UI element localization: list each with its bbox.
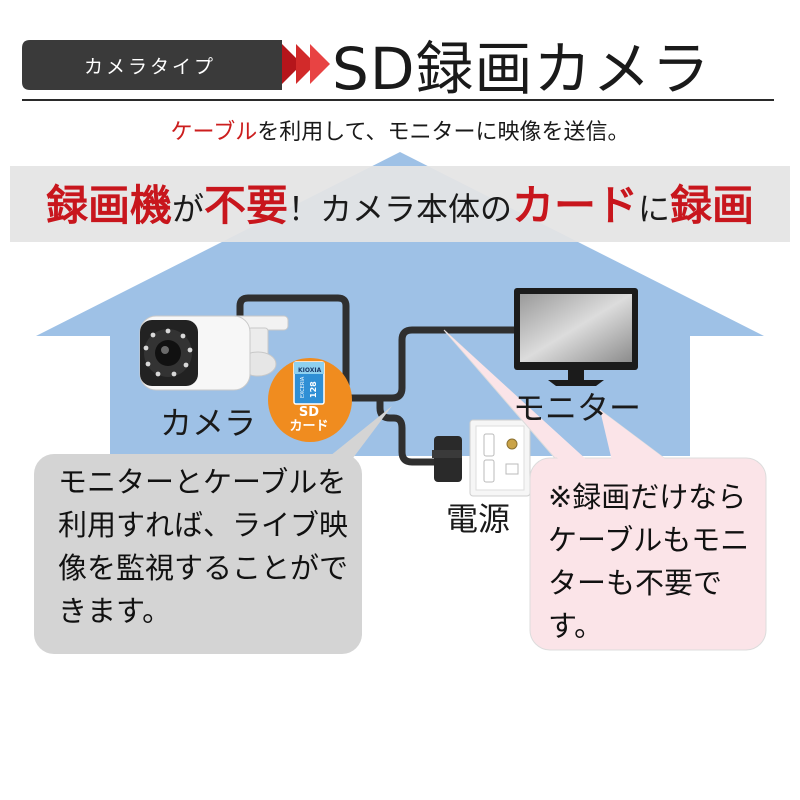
headline-unnecessary: 不要 (203, 181, 288, 230)
title-divider (22, 99, 774, 101)
headline-banner (10, 166, 790, 242)
sd-card-icon: KIOXIA EXCERIA 128 (298, 367, 322, 398)
power-label: 電源 (446, 500, 511, 538)
headline-particle-ni: に (638, 190, 671, 228)
sd-card-label: SD カード (289, 406, 329, 434)
headline-text: 録画機が不要！カメラ本体のカードに録画 (10, 172, 790, 233)
headline-recorder: 録画機 (45, 181, 172, 230)
sd-card-badge (268, 358, 352, 442)
subtitle: ケーブルを利用して、モニターに映像を送信。 (0, 114, 800, 146)
page-title: SD録画カメラ (332, 35, 711, 103)
camera-type-tag: カメラタイプ (83, 56, 216, 78)
headline-card: カード (512, 181, 639, 230)
sd-card-brand: KIOXIA (298, 367, 322, 374)
monitor-label: モニター (513, 389, 642, 427)
subtitle-highlight: ケーブル (170, 120, 258, 145)
headline-record: 録画 (670, 181, 755, 230)
sd-card-label-line1: SD (298, 405, 320, 420)
headline-particle: が (171, 190, 204, 228)
right-bubble-text: ※録画だけならケーブルもモニターも不要です。 (548, 480, 750, 643)
camera-label: カメラ (160, 404, 257, 442)
sd-card-label-line2: カード (289, 419, 329, 434)
left-bubble-text: モニターとケーブルを利用すれば、ライブ映像を監視することができます。 (58, 465, 349, 628)
right-bubble-shape (443, 329, 767, 651)
sd-card-capacity: 128 (309, 381, 318, 398)
left-bubble-shape (34, 406, 392, 654)
headline-camera-body: ！カメラ本体の (287, 190, 512, 228)
monitor-illustration (514, 288, 638, 386)
subtitle-text: を利用して、モニターに映像を送信。 (257, 120, 630, 145)
header-graphics (22, 40, 330, 90)
camera-illustration (139, 315, 289, 391)
sd-card-series: EXCERIA (300, 376, 306, 398)
power-illustration (432, 419, 531, 497)
